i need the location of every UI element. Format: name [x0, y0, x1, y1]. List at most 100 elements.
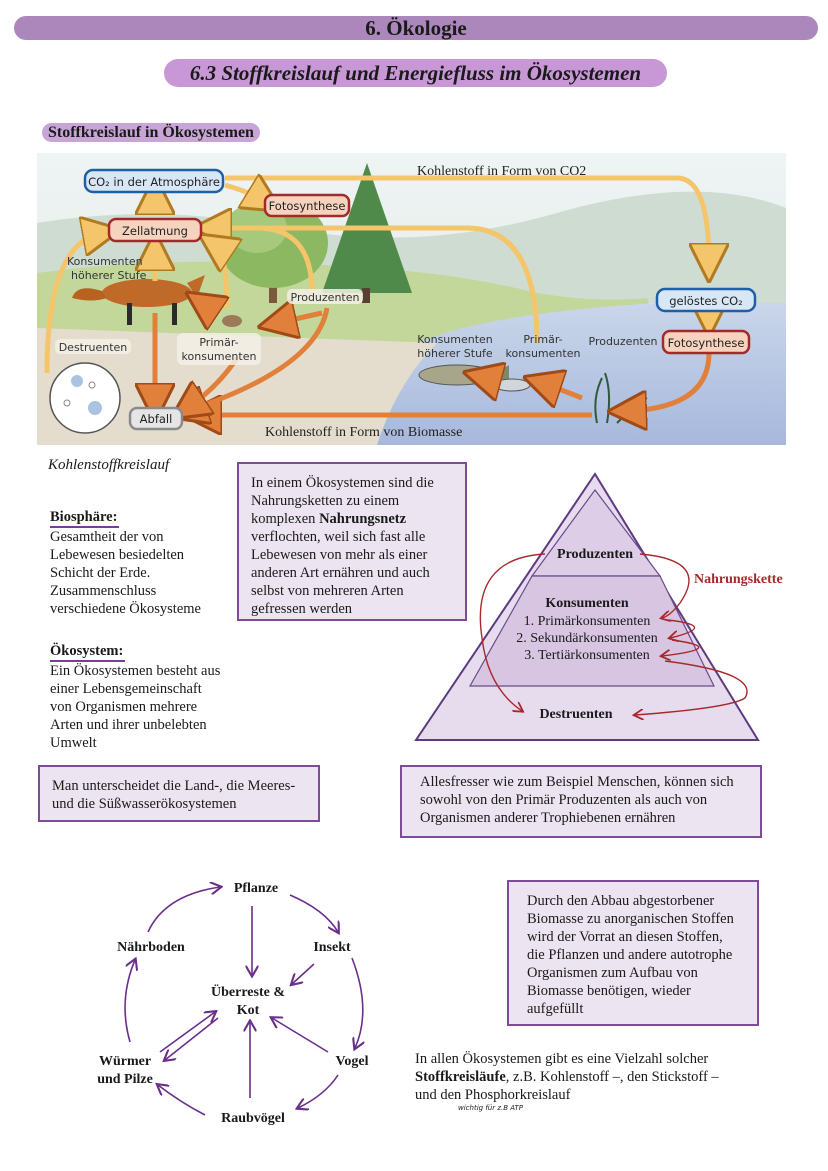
geloestes-co2-box: gelöstes CO₂	[655, 287, 757, 313]
oekosystem-heading: Ökosystem:	[50, 642, 126, 662]
nahrungskette-label: Nahrungskette	[694, 572, 783, 587]
oekosystem-definition: Ökosystem: Ein Ökosystemen besteht aus e…	[50, 642, 220, 752]
ueberreste-to-wuermer-arrow	[165, 1017, 219, 1060]
co2-flow-label: Kohlenstoff in Form von CO2	[417, 164, 586, 179]
section-title-banner: 6.3 Stoffkreislauf und Energiefluss im Ö…	[164, 59, 667, 87]
tertiary-to-destruenten-arrow	[635, 660, 748, 715]
geloestes-co2-label: gelöstes CO₂	[669, 294, 743, 308]
konsumenten-hoeherer-stufe-land-label-2: höherer Stufe	[71, 269, 147, 282]
produzenten-water-label: Produzenten	[589, 335, 658, 348]
node-wuermer-line1: Würmer	[99, 1054, 151, 1069]
insekt-to-ueberreste-arrow	[292, 963, 315, 984]
biosphaere-line: Lebewesen besiedelten	[50, 547, 185, 563]
water-fotosynthese-to-plants-arrow	[627, 352, 712, 411]
oekosystem-types-box: Man unterscheidet die Land-, die Meeres-…	[38, 765, 320, 822]
box-line: komplexen Nahrungsnetz	[251, 510, 453, 528]
box-line: Organismen zum Aufbau von	[527, 965, 698, 981]
zellatmung-label: Zellatmung	[122, 224, 188, 238]
co2-atmosphere-box: CO₂ in der Atmosphäre	[83, 168, 225, 194]
abfall-label: Abfall	[140, 412, 173, 426]
pyramid-consumer-item: 1. Primärkonsumenten	[524, 614, 651, 629]
pyramid-consumer-level	[468, 575, 715, 687]
fotosynthese-land-label: Fotosynthese	[269, 199, 346, 213]
wuermer-to-ueberreste-arrow	[159, 1012, 215, 1053]
box-line: und die Süßwasserökosystemen	[52, 796, 237, 812]
konsumenten-hoeherer-stufe-water-label-1: Konsumenten	[417, 333, 493, 346]
oekosystem-line: von Organismen mehrere	[50, 699, 198, 715]
closing-paragraph: In allen Ökosystemen gibt es eine Vielza…	[415, 1050, 719, 1104]
handwritten-note: wichtig für z.B ATP	[458, 1104, 524, 1112]
konsumenten-hoeherer-stufe-land-label-1: Konsumenten	[67, 255, 143, 268]
konsumenten-hoeherer-stufe-water-label-2: höherer Stufe	[417, 347, 493, 360]
destruenten-label: Destruenten	[59, 341, 128, 354]
box-line: Biomasse benötigen, wieder	[527, 983, 691, 999]
node-vogel: Vogel	[336, 1054, 369, 1069]
produzenten-to-abfall-arrow	[187, 307, 330, 411]
chapter-title-banner: 6. Ökologie	[14, 16, 818, 40]
oekosystem-line: Umwelt	[50, 735, 97, 751]
primaerkonsumenten-water-label-1: Primär-	[523, 333, 562, 346]
fotosynthese-land-box: Fotosynthese	[263, 193, 351, 218]
nahrungsnetz-box: In einem Ökosystemen sind die Nahrungske…	[237, 462, 467, 621]
plant-to-small-fish-arrow	[542, 383, 583, 398]
biosphaere-line: Schicht der Erde.	[50, 565, 151, 581]
box-line: Durch den Abbau abgestorbener	[527, 893, 715, 909]
box-line: verflochten, weil sich fast alle	[251, 529, 426, 545]
closing-line: Stoffkreisläufe, z.B. Kohlenstoff –, den…	[415, 1068, 719, 1086]
biosphaere-line: Gesamtheit der von	[50, 529, 164, 545]
pyramid-producer-level	[530, 488, 662, 577]
node-pflanze: Pflanze	[234, 881, 278, 896]
pyramid-consumer-item: 2. Sekundärkonsumenten	[516, 631, 658, 646]
biomass-flow-label: Kohlenstoff in Form von Biomasse	[265, 425, 462, 440]
biosphaere-definition: Biosphäre: Gesamtheit der von Lebewesen …	[50, 508, 201, 618]
box-text: komplexen	[251, 511, 320, 527]
box-line: In einem Ökosystemen sind die	[251, 475, 434, 491]
node-wuermer-line2: und Pilze	[97, 1072, 153, 1087]
wuermer-to-naehrboden-arrow	[124, 960, 135, 1043]
section-title: 6.3 Stoffkreislauf und Energiefluss im Ö…	[189, 61, 642, 85]
node-center-line1: Überreste &	[211, 983, 285, 1000]
node-insekt: Insekt	[313, 940, 351, 955]
insekt-to-vogel-arrow	[351, 957, 363, 1048]
co2-atmosphere-to-water-arrow	[225, 175, 709, 263]
zellatmung-box: Zellatmung	[107, 217, 203, 243]
trophic-pyramid: Produzenten Konsumenten 1. Primärkonsume…	[414, 472, 783, 741]
produzenten-respiration-arrow	[256, 225, 315, 294]
node-raubvoegel: Raubvögel	[221, 1111, 285, 1126]
pyramid-destruenten-label: Destruenten	[539, 707, 612, 722]
box-line: Allesfresser wie zum Beispiel Menschen, …	[420, 774, 734, 790]
primaerkonsumenten-water-label-2: konsumenten	[506, 347, 581, 360]
box-line: selbst von mehreren Arten	[251, 583, 404, 599]
closing-line: In allen Ökosystemen gibt es eine Vielza…	[415, 1051, 709, 1067]
co2-atmosphere-label: CO₂ in der Atmosphäre	[88, 175, 220, 189]
box-line: gefressen werden	[251, 601, 353, 617]
fotosynthese-water-box: Fotosynthese	[661, 329, 751, 355]
box-line: wird der Vorrat an diesen Stoffen,	[527, 929, 723, 945]
vogel-to-ueberreste-arrow	[272, 1018, 329, 1053]
co2-to-fotosynthese-arrow	[224, 185, 265, 201]
pyramid-consumer-heading: Konsumenten	[545, 596, 628, 611]
vogel-to-raubvoegel-arrow	[298, 1074, 339, 1108]
primaerkonsumenten-land-label-1: Primär-	[199, 336, 238, 349]
node-center-line2: Kot	[237, 1003, 260, 1018]
producer-to-destruenten-arrow	[479, 553, 546, 711]
small-fish-to-big-fish-arrow	[482, 377, 497, 381]
pyramid-consumer-item: 3. Tertiärkonsumenten	[524, 648, 650, 663]
water-to-zellatmung-arrow	[212, 228, 540, 344]
abbau-box: Durch den Abbau abgestorbener Biomasse z…	[507, 880, 759, 1026]
box-line: Biomasse zu anorganischen Stoffen	[527, 911, 734, 927]
primary-to-secondary-arrow	[668, 619, 695, 638]
node-naehrboden: Nährboden	[117, 940, 185, 955]
oekosystem-line: Arten und ihrer unbelebten	[50, 717, 207, 733]
fox-illustration	[72, 275, 205, 325]
secondary-to-tertiary-arrow	[662, 639, 700, 656]
destruenten-to-zellatmung-arrow	[44, 233, 102, 374]
microorganisms-circle	[49, 362, 121, 434]
naehrboden-to-pflanze-arrow	[147, 887, 220, 933]
chapter-title: 6. Ökologie	[365, 16, 467, 40]
box-line: Organismen anderer Trophiebenen ernähren	[420, 810, 676, 826]
mouse-illustration	[222, 315, 242, 327]
oekosystem-line: Ein Ökosystemen besteht aus	[50, 663, 221, 679]
nutrient-cycle-diagram: Pflanze Insekt Vogel Raubvögel Würmer un…	[97, 881, 369, 1126]
co2-flow-arrows	[44, 175, 709, 374]
